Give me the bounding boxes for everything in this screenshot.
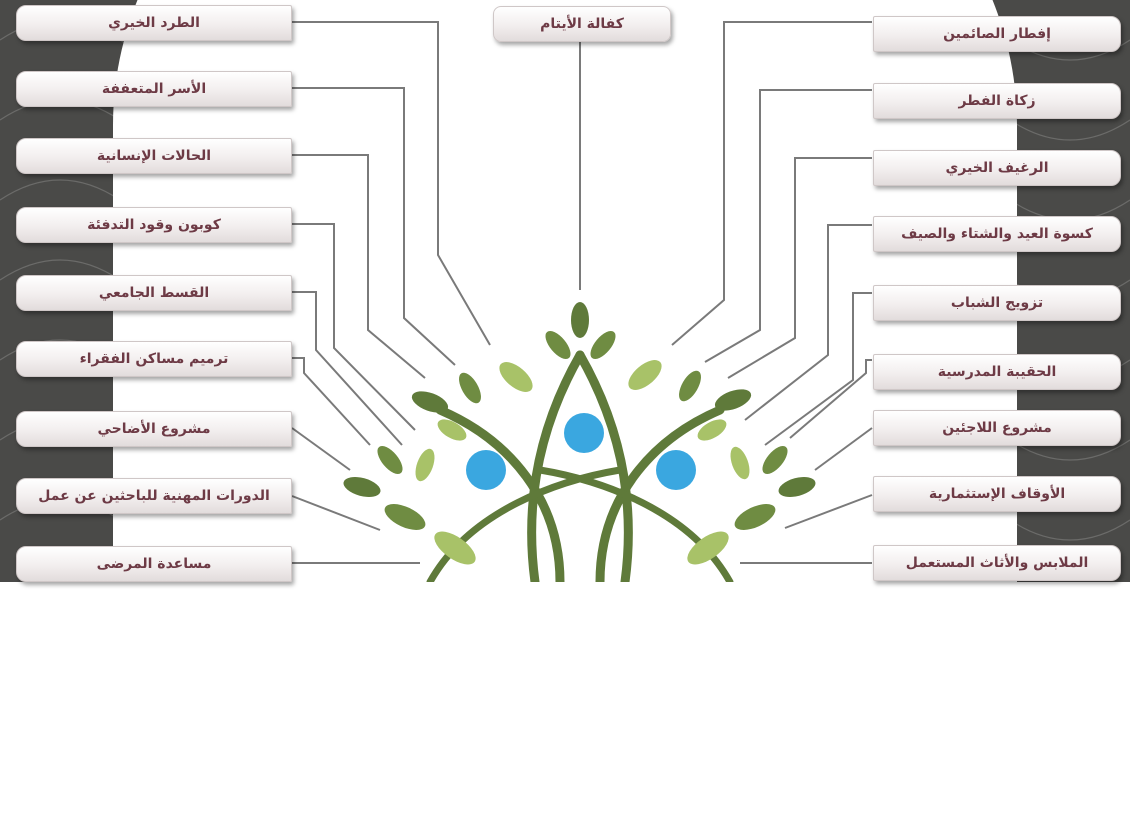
label-top-text: كفالة الأيتام	[540, 16, 624, 32]
label-left-7: مشروع الأضاحي	[16, 411, 292, 447]
label-right-1: إفطار الصائمين	[873, 16, 1121, 52]
connector-right-6	[789, 359, 872, 439]
leaf	[734, 504, 776, 530]
leaf	[411, 391, 449, 413]
connector-right-4	[744, 224, 872, 421]
connector-right-2	[704, 89, 872, 363]
leaf	[415, 448, 435, 482]
branch	[527, 350, 585, 582]
leaf	[730, 446, 750, 480]
label-text: ترميم مساكن الفقراء	[79, 351, 229, 367]
label-text: كسوة العيد والشتاء والصيف	[901, 226, 1093, 242]
branch	[536, 466, 734, 582]
tree-logo	[343, 302, 816, 582]
label-text: الطرد الخيري	[108, 15, 200, 31]
label-left-1: الطرد الخيري	[16, 5, 292, 41]
blue-dot	[656, 450, 696, 490]
connector-left-6	[292, 357, 371, 446]
label-right-7: مشروع اللاجئين	[873, 410, 1121, 446]
connector-lines	[291, 21, 873, 564]
label-text: الملابس والأثاث المستعمل	[905, 555, 1089, 571]
label-text: مشروع الأضاحي	[97, 421, 211, 437]
label-right-2: زكاة الفطر	[873, 83, 1121, 119]
label-left-4: كوبون وقود التدفئة	[16, 207, 292, 243]
branch	[426, 466, 624, 582]
leaf	[628, 360, 662, 390]
label-right-4: كسوة العيد والشتاء والصيف	[873, 216, 1121, 252]
label-text: تزويج الشباب	[950, 295, 1044, 311]
connector-left-5	[292, 291, 403, 446]
label-left-6: ترميم مساكن الفقراء	[16, 341, 292, 377]
connector-left-8	[291, 495, 381, 531]
branch	[575, 350, 633, 582]
connector-left-7	[291, 427, 351, 471]
connector-left-2	[292, 87, 456, 366]
connector-left-3	[292, 154, 426, 379]
label-text: الأوقاف الإستثمارية	[928, 486, 1066, 502]
leaf	[437, 419, 467, 441]
branch	[435, 405, 565, 582]
connector-right-8	[784, 494, 873, 529]
connector-right-7	[814, 427, 873, 471]
leaf	[714, 389, 752, 411]
leaf	[778, 477, 816, 497]
label-left-8: الدورات المهنية للباحثين عن عمل	[16, 478, 292, 514]
label-text: مشروع اللاجئين	[942, 420, 1052, 436]
connector-right-5	[764, 292, 872, 446]
label-text: الحالات الإنسانية	[96, 148, 212, 164]
label-text: القسط الجامعي	[98, 285, 210, 301]
leaf	[343, 477, 381, 497]
leaf	[459, 372, 481, 404]
blue-dot	[466, 450, 506, 490]
label-left-3: الحالات الإنسانية	[16, 138, 292, 174]
leaf	[590, 330, 616, 360]
label-text: إفطار الصائمين	[943, 26, 1051, 42]
label-text: الرغيف الخيري	[945, 160, 1049, 176]
label-text: الدورات المهنية للباحثين عن عمل	[38, 488, 270, 504]
label-right-3: الرغيف الخيري	[873, 150, 1121, 186]
label-right-8: الأوقاف الإستثمارية	[873, 476, 1121, 512]
branch	[595, 405, 725, 582]
label-text: مساعدة المرضى	[96, 556, 212, 572]
leaf	[687, 531, 729, 565]
leaf	[377, 445, 403, 475]
label-text: الحقيبة المدرسية	[937, 364, 1057, 380]
label-text: كوبون وقود التدفئة	[87, 217, 221, 233]
label-top: كفالة الأيتام	[493, 6, 671, 42]
label-right-9: الملابس والأثاث المستعمل	[873, 545, 1121, 581]
connector-right-1	[671, 21, 872, 346]
connector-right-3	[727, 157, 872, 379]
label-right-5: تزويج الشباب	[873, 285, 1121, 321]
label-left-9: مساعدة المرضى	[16, 546, 292, 582]
label-right-6: الحقيبة المدرسية	[873, 354, 1121, 390]
leaf	[499, 362, 533, 392]
label-text: زكاة الفطر	[958, 93, 1036, 109]
leaf	[697, 419, 727, 441]
connector-left-4	[292, 223, 416, 431]
label-left-2: الأسر المتعففة	[16, 71, 292, 107]
blue-dot	[564, 413, 604, 453]
leaf	[762, 445, 788, 475]
leaf	[679, 370, 701, 402]
connector-left-1	[292, 21, 491, 346]
leaf	[434, 531, 476, 565]
label-text: الأسر المتعففة	[101, 81, 207, 97]
leaf	[545, 330, 571, 360]
leaf	[571, 302, 589, 338]
leaf	[384, 504, 426, 530]
label-left-5: القسط الجامعي	[16, 275, 292, 311]
